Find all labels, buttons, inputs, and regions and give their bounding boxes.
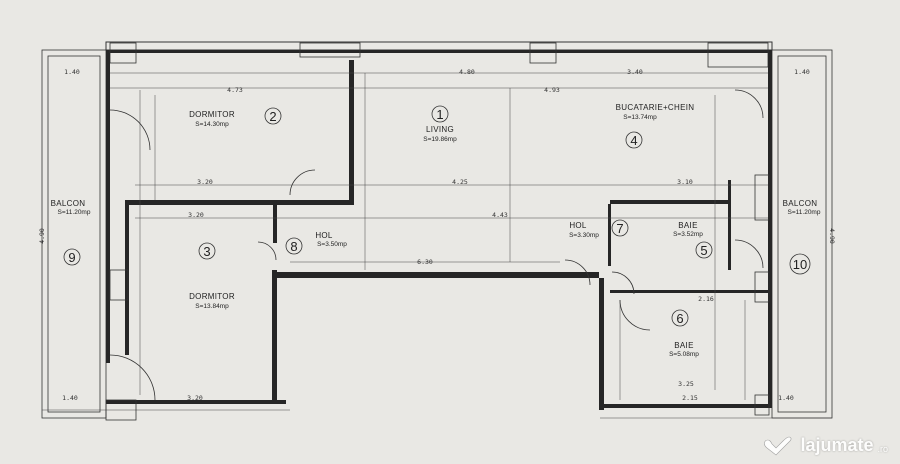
room-area-balcony-right: S=11.20mp [788, 209, 821, 216]
room-number-balcony-right: 10 [793, 257, 807, 272]
room-area-bedroom-2: S=13.84mp [195, 303, 229, 310]
room-name-bedroom-2: DORMITOR [189, 292, 235, 301]
room-name-kitchen: BUCATARIE+CHEIN [616, 103, 695, 112]
dim-label: 4.80 [459, 68, 475, 76]
room-area-bath-2: S=5.08mp [669, 351, 699, 358]
room-number-hall-1: 7 [616, 221, 623, 236]
dim-label: 6.30 [417, 258, 433, 266]
dim-label: 1.40 [794, 68, 810, 76]
interior-walls [125, 60, 768, 355]
heart-check-icon [764, 436, 792, 455]
room-number-living: 1 [436, 107, 443, 122]
room-name-balcony-right: BALCON [783, 199, 818, 208]
door-swings [109, 89, 764, 401]
room-markers [63, 105, 811, 327]
room-name-balcony-left: BALCON [51, 199, 86, 208]
dim-label: 1.40 [62, 394, 78, 402]
room-name-living: LIVING [426, 125, 454, 134]
dimension-labels: 1.40 1.40 1.40 1.40 4.73 4.80 4.93 3.20 … [38, 68, 836, 402]
room-area-kitchen: S=13.74mp [623, 114, 657, 121]
dim-label: 2.15 [682, 394, 698, 402]
room-number-bath-2: 6 [676, 311, 683, 326]
room-area-bath-1: S=3.52mp [673, 231, 703, 238]
watermark-brand: lajumate [800, 435, 874, 455]
dim-label: 1.40 [778, 394, 794, 402]
dim-label: 4.43 [492, 211, 508, 219]
room-area-bedroom-1: S=14.30mp [195, 121, 229, 128]
dim-label: 3.25 [678, 380, 694, 388]
room-area-hall-2: S=3.50mp [317, 241, 347, 248]
room-area-balcony-left: S=11.20mp [58, 209, 91, 216]
room-name-bath-1: BAIE [678, 221, 697, 230]
dimension-lines [42, 72, 832, 419]
room-name-bath-2: BAIE [674, 341, 693, 350]
room-number-bedroom-1: 2 [269, 109, 276, 124]
room-number-bedroom-2: 3 [203, 244, 210, 259]
room-number-balcony-left: 9 [68, 250, 75, 265]
watermark-tld: .ro [877, 443, 888, 454]
room-number-kitchen: 4 [630, 133, 637, 148]
dim-label: 4.73 [227, 86, 243, 94]
top-wall [105, 41, 773, 68]
dim-label: 4.25 [452, 178, 468, 186]
dim-label: 3.20 [187, 394, 203, 402]
room-name-bedroom-1: DORMITOR [189, 110, 235, 119]
room-name-hall-2: HOL [315, 231, 333, 240]
dim-label: 3.40 [627, 68, 643, 76]
dim-label: 4.90 [38, 228, 46, 244]
room-name-hall-1: HOL [569, 221, 587, 230]
dim-label: 4.90 [828, 228, 836, 244]
dim-label: 4.93 [544, 86, 560, 94]
dim-label: 1.40 [64, 68, 80, 76]
room-area-living: S=19.86mp [423, 136, 457, 143]
dim-label: 3.20 [188, 211, 204, 219]
fixtures [105, 174, 770, 421]
room-area-hall-1: S=3.30mp [569, 232, 599, 239]
dim-label: 3.20 [197, 178, 213, 186]
room-number-hall-2: 8 [290, 239, 297, 254]
exterior-walls [106, 53, 772, 410]
room-number-bath-1: 5 [700, 243, 707, 258]
dim-label: 2.16 [698, 295, 714, 303]
site-watermark: lajumate.ro [762, 435, 888, 456]
dim-label: 3.10 [677, 178, 693, 186]
